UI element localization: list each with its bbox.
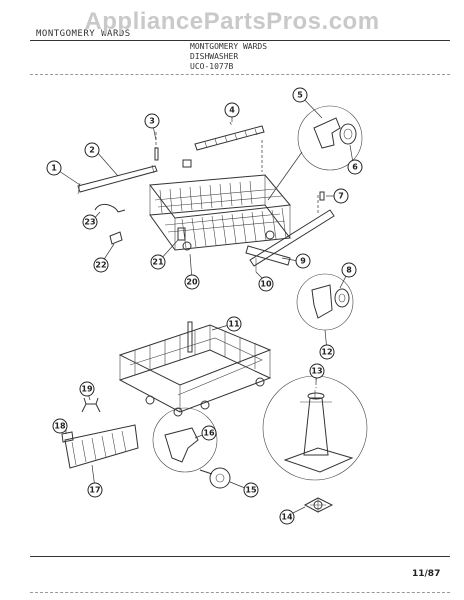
callout-label: 22 <box>95 261 106 270</box>
callout-12: 12 <box>319 344 335 360</box>
basket-handle-19 <box>81 397 101 413</box>
upper-rack-bar <box>194 121 265 151</box>
callout-label: 15 <box>245 486 257 495</box>
callout-label: 20 <box>186 278 198 287</box>
callout-label: 2 <box>89 146 95 155</box>
callout-8: 8 <box>341 262 357 278</box>
header-rule <box>30 40 450 41</box>
left-rack-rail <box>77 164 158 195</box>
callout-label: 4 <box>229 106 235 115</box>
callout-17: 17 <box>87 482 103 498</box>
callout-19: 19 <box>79 381 95 397</box>
rack-clip-22 <box>109 231 123 245</box>
callout-label: 19 <box>81 385 93 394</box>
lower-roller-16-15 <box>152 407 231 489</box>
header-line-model: UCO-1077B <box>190 62 234 71</box>
lower-rack <box>118 321 272 417</box>
callout-2: 2 <box>84 142 100 158</box>
rack-wire-23 <box>94 203 126 213</box>
callout-14: 14 <box>279 509 295 525</box>
callout-label: 11 <box>228 320 240 329</box>
header-brand: MONTGOMERY WARDS <box>36 29 131 39</box>
callout-label: 13 <box>311 367 322 376</box>
header-line-brand: MONTGOMERY WARDS <box>190 42 268 51</box>
callout-11: 11 <box>226 316 242 332</box>
callout-22: 22 <box>93 257 109 273</box>
callout-1: 1 <box>46 160 62 176</box>
callout-4: 4 <box>224 102 240 118</box>
spray-tower-13 <box>262 375 368 481</box>
callout-label: 6 <box>352 163 358 172</box>
footer-rule-dashed <box>30 592 450 593</box>
callout-16: 16 <box>201 425 217 441</box>
callout-label: 14 <box>281 513 293 522</box>
callout-label: 1 <box>51 164 57 173</box>
callout-23: 23 <box>82 214 98 230</box>
callout-label: 3 <box>149 117 155 126</box>
callout-13: 13 <box>309 363 325 379</box>
footer-date: 11/87 <box>412 569 441 579</box>
callout-label: 7 <box>338 192 344 201</box>
callout-label: 12 <box>321 348 332 357</box>
callout-label: 23 <box>84 218 95 227</box>
rack-clip <box>182 159 192 168</box>
callout-3: 3 <box>144 113 160 129</box>
spray-nut-14 <box>303 497 334 513</box>
footer-rule <box>30 556 450 557</box>
callout-20: 20 <box>184 274 200 290</box>
callout-label: 8 <box>346 266 352 275</box>
callout-15: 15 <box>243 482 259 498</box>
header-line-appliance: DISHWASHER <box>190 52 239 61</box>
leader-lines <box>58 94 354 517</box>
callout-label: 10 <box>260 280 272 289</box>
roller-assembly-8 <box>296 273 354 331</box>
right-rack-rail <box>245 209 335 272</box>
callout-6: 6 <box>347 159 363 175</box>
rail-stop-7 <box>319 191 325 201</box>
roller-assembly-5-6 <box>267 105 363 201</box>
callout-label: 18 <box>54 422 66 431</box>
header-rule-dashed <box>30 74 450 75</box>
callout-9: 9 <box>295 253 311 269</box>
header-block: MONTGOMERY WARDS DISHWASHER UCO-1077B <box>190 42 267 72</box>
watermark-logo: AppliancePartsPros.com <box>84 8 380 35</box>
callout-label: 16 <box>203 429 215 438</box>
callout-5: 5 <box>292 87 308 103</box>
callout-21: 21 <box>150 254 166 270</box>
callout-7: 7 <box>333 188 349 204</box>
silverware-basket <box>61 424 139 469</box>
callout-label: 9 <box>300 257 306 266</box>
callout-label: 17 <box>89 486 100 495</box>
callout-label: 21 <box>152 258 164 267</box>
upper-rack <box>149 174 291 251</box>
callout-label: 5 <box>297 91 303 100</box>
callout-18: 18 <box>52 418 68 434</box>
callout-10: 10 <box>258 276 274 292</box>
rail-stop-3 <box>154 147 159 161</box>
